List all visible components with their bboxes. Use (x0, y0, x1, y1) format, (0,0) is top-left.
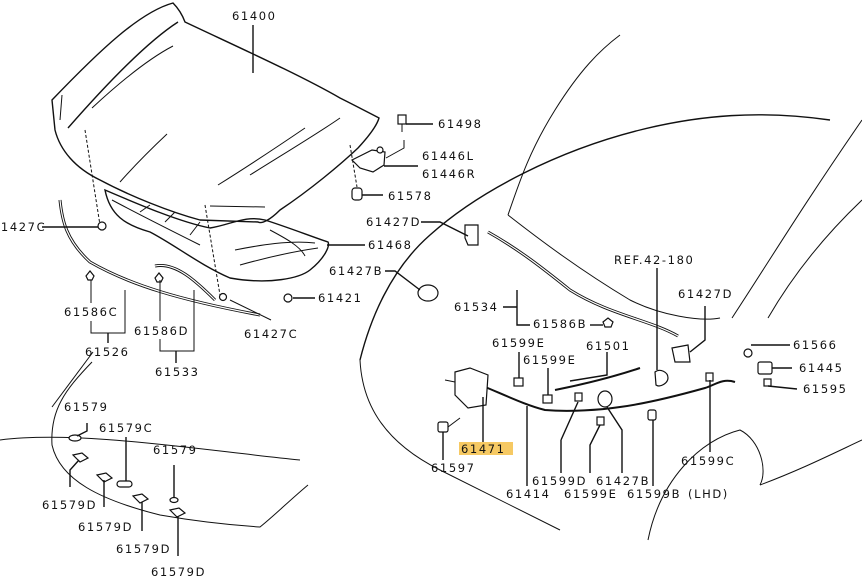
label-61566: 61566 (793, 338, 838, 352)
label-61414: 61414 (506, 487, 551, 501)
label-61427b-top: 61427B (329, 264, 383, 278)
pad-61579d-c-icon (131, 493, 150, 504)
hood-insulator (104, 188, 330, 282)
pad-61579c-icon (116, 480, 133, 488)
label-61586b: 61586B (533, 317, 587, 331)
bumper-outline (51, 361, 309, 528)
clip-61586d-icon (154, 272, 164, 283)
pad-61579-b-icon (169, 496, 179, 504)
label-61579d-b: 61579D (78, 520, 133, 534)
leader-lines (42, 25, 798, 556)
clip-61599b-icon (647, 409, 657, 421)
label-61599e-c: 61599E (564, 487, 617, 501)
label-61579-b: 61579 (153, 443, 198, 457)
pad-61579-a-icon (68, 434, 82, 442)
label-61400: 61400 (232, 9, 277, 23)
clip-61599c-icon (705, 372, 714, 382)
label-61586c: 61586C (64, 305, 118, 319)
label-61599e-a: 61599E (492, 336, 545, 350)
label-61533: 61533 (155, 365, 200, 379)
nut-61595-icon (763, 378, 772, 387)
label-61579-a: 61579 (64, 400, 109, 414)
label-61501: 61501 (586, 339, 631, 353)
label-61579d-d: 61579D (151, 565, 206, 579)
clip-61586c-icon (85, 270, 95, 281)
label-61534: 61534 (454, 300, 499, 314)
label-61427d-right: 61427D (678, 287, 733, 301)
clip-61586b-icon (602, 317, 614, 328)
label-ref-42-180: REF.42-180 (614, 253, 694, 267)
hood-hinge-icon (350, 146, 386, 173)
label-61579d-a: 61579D (42, 498, 97, 512)
grommet-61421-icon (283, 293, 293, 303)
weatherstrip-61533 (154, 263, 217, 302)
weatherstrip-61526 (58, 199, 261, 317)
clip-61599d-icon (574, 392, 583, 402)
pad-61579d-b-icon (95, 472, 114, 483)
label-61526: 61526 (85, 345, 130, 359)
bumper-61427c-right-icon (218, 292, 228, 302)
weatherstrip-61534 (487, 230, 679, 338)
label-61445: 61445 (799, 361, 844, 375)
hinge-bumper-icon (351, 187, 363, 201)
label-lhd: (LHD) (688, 487, 729, 501)
label-61427b-bottom: 61427B (596, 474, 650, 488)
pad-61579d-a-icon (71, 452, 90, 463)
release-cable (477, 379, 736, 412)
ref-part-icon (654, 369, 669, 387)
latch-61445-icon (757, 361, 773, 375)
label-61427c-left: 61427C (0, 220, 46, 234)
highlight-61471 (459, 442, 513, 455)
pad-61579d-d-icon (168, 507, 187, 518)
clip-61599e-c-icon (596, 416, 605, 426)
label-61446r: 61446R (422, 167, 476, 181)
bumper-61427d-right-icon (671, 344, 691, 363)
release-handle-icon (444, 367, 489, 409)
label-61427c-right: 61427C (244, 327, 298, 341)
release-rod (554, 367, 641, 391)
label-61595: 61595 (803, 382, 848, 396)
callout-labels: 61400 61498 61446L 61446R 61578 61427C 6… (0, 9, 848, 579)
label-61471: 61471 (461, 442, 506, 456)
clip-61599e-a-icon (513, 377, 524, 387)
label-61599d: 61599D (532, 474, 587, 488)
bumper-61427b-bottom-icon (597, 390, 613, 408)
label-61599e-b: 61599E (523, 353, 576, 367)
label-61579d-c: 61579D (116, 542, 171, 556)
car-body (0, 34, 862, 541)
label-61586d: 61586D (134, 324, 189, 338)
label-61427d-top: 61427D (366, 215, 421, 229)
label-61421: 61421 (318, 291, 363, 305)
bumper-61427b-top-icon (417, 284, 439, 302)
label-61599b: 61599B (627, 487, 681, 501)
hood-panel (51, 2, 380, 296)
label-61446l: 61446L (422, 149, 475, 163)
label-61578: 61578 (388, 189, 433, 203)
label-61597: 61597 (431, 461, 476, 475)
label-61468: 61468 (368, 238, 413, 252)
hinge-bolt-icon (397, 114, 407, 132)
label-61599c: 61599C (681, 454, 735, 468)
label-61579c: 61579C (99, 421, 153, 435)
bolt-61566-icon (743, 348, 753, 358)
bumper-61427d-top-icon (464, 224, 479, 246)
bumper-61427c-left-icon (97, 221, 107, 231)
label-61498: 61498 (438, 117, 483, 131)
clip-61599e-b-icon (542, 394, 553, 404)
screw-61597-icon (437, 417, 461, 433)
